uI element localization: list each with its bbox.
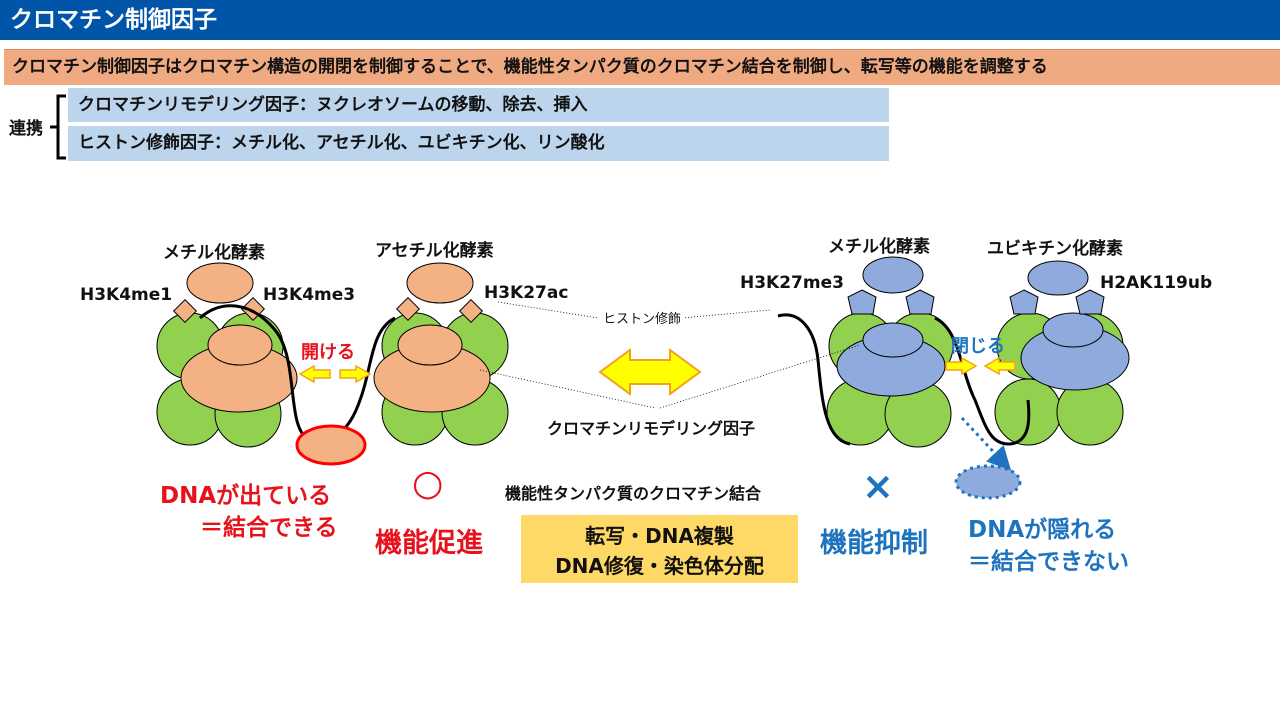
label-dna-exposed-2: ＝結合できる	[200, 515, 338, 541]
methyltransferase-repressive	[862, 256, 924, 294]
label-close: 閉じる	[951, 336, 1005, 357]
close-arrow-right	[945, 356, 978, 376]
label-h3k27ac: H3K27ac	[484, 283, 569, 303]
functions-box	[521, 515, 798, 583]
function-line-2: DNA修復・染色体分配	[555, 554, 764, 578]
hidden-dna-arrow	[960, 416, 1012, 471]
label-functional-protein-binding: 機能性タンパク質のクロマチン結合	[505, 484, 762, 503]
circle-symbol: ○	[412, 463, 444, 504]
page-title: クロマチン制御因子	[10, 7, 217, 33]
function-line-1: 転写・DNA複製	[585, 524, 734, 548]
label-h3k4me3: H3K4me3	[263, 285, 356, 305]
label-open: 開ける	[301, 342, 355, 363]
ubiquitin-ligase	[1027, 260, 1089, 296]
methyltransferase-active	[186, 262, 254, 304]
title-bar	[0, 0, 1280, 40]
label-remodeling-factor: クロマチンリモデリング因子	[547, 419, 756, 438]
histone-mod-leader-left	[497, 301, 599, 319]
summary-bar	[4, 49, 1280, 85]
active-nucleosome-2	[373, 296, 509, 446]
open-arrow-left	[298, 364, 331, 384]
histone-mod-info-box	[68, 126, 889, 161]
acetyltransferase	[406, 262, 474, 304]
label-methyltransferase-repressive: メチル化酵素	[828, 237, 930, 257]
dna-strand-repressed-left	[777, 313, 851, 446]
cooperation-bracket	[50, 94, 66, 160]
active-nucleosome-1	[156, 296, 298, 448]
remodeling-double-arrow	[598, 348, 702, 396]
label-h3k27me3: H3K27me3	[740, 273, 844, 293]
label-dna-hidden-2: ＝結合できない	[968, 549, 1129, 575]
repressed-nucleosome-1	[826, 289, 954, 448]
remodeling-info-text: クロマチンリモデリング因子：ヌクレオソームの移動、除去、挿入	[78, 95, 588, 115]
label-dna-hidden-1: DNAが隠れる	[968, 517, 1117, 543]
label-methyltransferase-active: メチル化酵素	[163, 243, 265, 263]
label-h3k4me1: H3K4me1	[80, 285, 173, 305]
cross-symbol: ×	[862, 464, 894, 508]
close-arrow-left	[983, 356, 1016, 376]
histone-mod-leader-right	[681, 309, 771, 319]
label-ubiquitin-ligase: ユビキチン化酵素	[987, 239, 1123, 259]
open-arrow-right	[339, 364, 372, 384]
histone-mod-info-text: ヒストン修飾因子：メチル化、アセチル化、ユビキチン化、リン酸化	[78, 133, 605, 153]
remodeling-info-box	[68, 88, 889, 122]
label-function-repress: 機能抑制	[820, 528, 928, 559]
hidden-dna-binding-protein	[954, 464, 1022, 500]
dna-strand-repressed-right	[934, 316, 1031, 446]
label-dna-exposed-1: DNAが出ている	[160, 483, 332, 509]
label-acetyltransferase: アセチル化酵素	[375, 241, 494, 261]
label-h2ak119ub: H2AK119ub	[1100, 273, 1213, 293]
remodeling-leader-right	[659, 344, 861, 409]
cooperation-label: 連携	[9, 119, 43, 139]
label-histone-mod: ヒストン修飾	[601, 308, 684, 327]
exposed-dna-binding-protein	[295, 424, 367, 466]
summary-text: クロマチン制御因子はクロマチン構造の開閉を制御することで、機能性タンパク質のクロ…	[12, 57, 1048, 77]
label-function-promote: 機能促進	[375, 528, 483, 559]
